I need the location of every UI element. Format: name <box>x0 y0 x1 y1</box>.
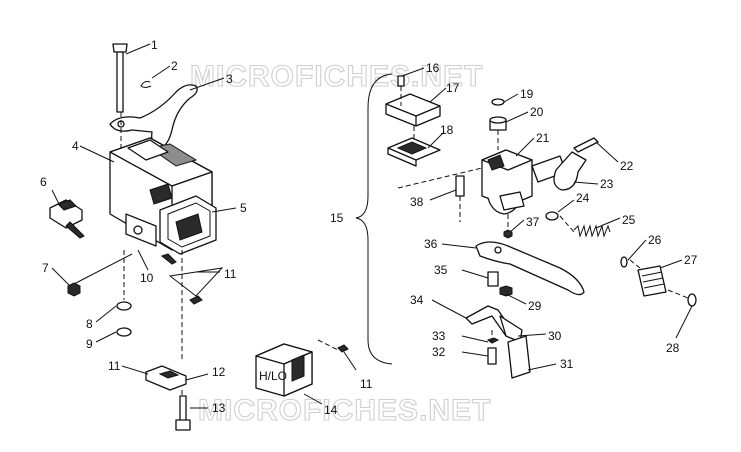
screw-part-34 <box>486 337 500 344</box>
nut-part-30 <box>499 285 513 297</box>
bracket-slot <box>158 370 180 379</box>
callout-1: 1 <box>151 38 158 52</box>
seal-part-29 <box>687 293 697 307</box>
brace-16 <box>355 73 393 365</box>
left-housing-assembly <box>49 43 224 431</box>
callout-16: 15 <box>330 211 344 225</box>
callout-37: 36 <box>424 237 438 251</box>
callout-12: 11 <box>108 359 121 373</box>
callout-33: 32 <box>432 345 446 359</box>
screw-part-23 <box>573 137 599 153</box>
master-cylinder-part-22 <box>481 149 567 215</box>
callout-3: 3 <box>226 72 233 86</box>
clip-part-2 <box>140 81 152 88</box>
watermark-bottom: MICROFICHES.NET <box>198 394 491 427</box>
callout-20: 19 <box>520 87 534 101</box>
callout-29: 28 <box>666 341 680 355</box>
callout-21: 20 <box>530 105 544 119</box>
bolt-part-1 <box>112 43 128 113</box>
callout-10: 10 <box>140 271 154 285</box>
callout-22: 21 <box>536 131 550 145</box>
brake-lever-part-37 <box>475 241 585 296</box>
washer-part-8 <box>116 301 132 311</box>
screw-part-11c <box>337 344 349 353</box>
bolt-part-39 <box>455 175 465 197</box>
callout-14: 13 <box>212 401 226 415</box>
callout-34: 33 <box>432 329 446 343</box>
callout-32: 31 <box>560 357 574 371</box>
callout-27: 26 <box>648 233 662 247</box>
brake-switch-part-35 <box>465 305 523 343</box>
clamp-part-24 <box>553 151 587 191</box>
callout-4: 4 <box>72 139 79 153</box>
callout-15: 14 <box>324 403 338 417</box>
screw-part-11a <box>160 253 177 265</box>
callout-24: 23 <box>600 177 614 191</box>
nut-part-7 <box>67 282 81 297</box>
callout-23: 22 <box>620 159 634 173</box>
bracket-part-32 <box>507 335 531 379</box>
piston-part-28 <box>637 265 667 297</box>
screw-part-11b <box>189 295 203 305</box>
callout-17: 16 <box>426 61 440 75</box>
cap-part-21 <box>489 116 507 131</box>
spring-part-26 <box>573 224 611 238</box>
lever-hole <box>494 246 502 254</box>
callout-11a: 11 <box>224 267 237 281</box>
screw-part-17 <box>397 75 405 87</box>
callout-11b: 11 <box>360 377 373 391</box>
callout-6: 6 <box>40 175 47 189</box>
callout-8: 8 <box>86 317 93 331</box>
cover-part-5 <box>159 195 217 255</box>
gasket-hole <box>133 225 143 235</box>
callout-5: 5 <box>240 201 247 215</box>
cover-part-18 <box>385 93 441 127</box>
bolt-part-14 <box>175 395 191 431</box>
washer-part-9 <box>116 327 132 337</box>
callout-30: 29 <box>528 299 542 313</box>
diaphragm-part-19 <box>387 137 441 167</box>
callout-28: 27 <box>684 253 698 267</box>
callout-31: 30 <box>548 329 562 343</box>
callout-26: 25 <box>622 213 636 227</box>
callout-numbers: 1 2 3 4 6 5 7 10 11 8 9 11 12 13 14 11 1… <box>40 38 698 417</box>
watermark-top: MICROFICHES.NET <box>190 60 483 93</box>
callout-9: 9 <box>86 337 93 351</box>
washer-part-25 <box>545 211 559 221</box>
callout-38: 37 <box>526 215 540 229</box>
leader-lines <box>51 43 693 409</box>
callout-19: 18 <box>440 123 454 137</box>
callout-25: 24 <box>576 191 590 205</box>
callout-18: 17 <box>446 81 460 95</box>
spring-part-36 <box>487 271 499 287</box>
callout-36: 35 <box>434 263 448 277</box>
callout-13: 12 <box>212 365 226 379</box>
ring-part-27 <box>620 256 628 268</box>
right-brake-assembly <box>385 75 697 379</box>
switch-part-15: H/LO <box>255 343 313 397</box>
switch-label: H/LO <box>259 369 287 383</box>
connector-part-6 <box>49 199 85 239</box>
callout-7: 7 <box>42 261 49 275</box>
callout-2: 2 <box>171 59 178 73</box>
bracket-part-13 <box>145 365 187 391</box>
screw-part-33 <box>487 347 497 365</box>
washer-part-20 <box>491 98 505 106</box>
callout-35: 34 <box>410 293 424 307</box>
callout-39: 38 <box>410 195 424 209</box>
lever-part-3 <box>109 84 198 149</box>
